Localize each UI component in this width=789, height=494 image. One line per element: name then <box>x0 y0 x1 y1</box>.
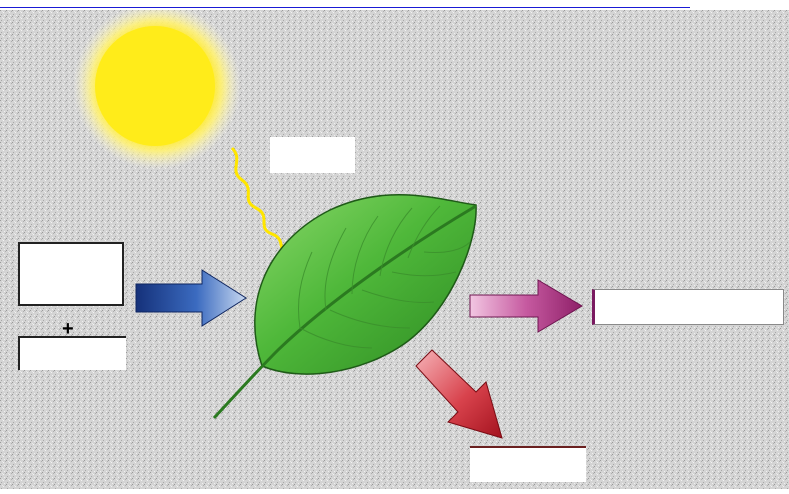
header-link[interactable] <box>0 0 690 12</box>
label-box-input-bottom[interactable] <box>18 336 126 370</box>
purple-arrow-icon <box>469 279 583 333</box>
sun-icon <box>73 2 241 170</box>
blue-arrow-icon <box>135 269 247 327</box>
leaf-icon <box>212 193 477 420</box>
label-box-output-bottom[interactable] <box>470 446 586 482</box>
red-arrow-icon <box>415 349 503 439</box>
plus-sign: + <box>62 318 74 340</box>
link-underline <box>0 7 690 8</box>
label-box-light[interactable] <box>270 137 355 173</box>
label-box-output-right[interactable] <box>592 289 784 325</box>
label-box-input-top[interactable] <box>18 242 124 306</box>
